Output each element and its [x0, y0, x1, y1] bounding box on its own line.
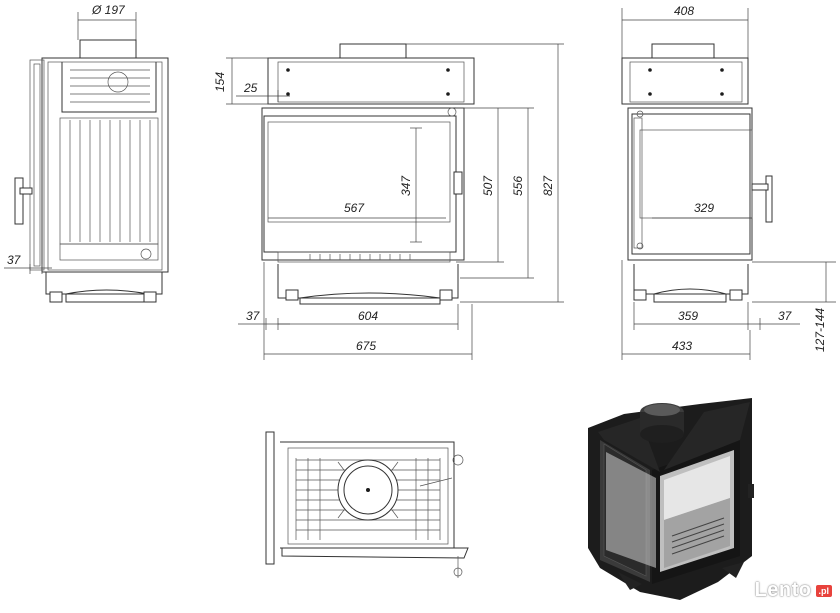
- side-view-right: 408 329 359 37: [621, 4, 836, 360]
- width-567-label: 567: [344, 201, 365, 215]
- fireplace-3d-render: [588, 398, 754, 600]
- flue-diameter-label: Ø 197: [91, 3, 126, 17]
- watermark-brand: Lento: [754, 579, 812, 601]
- height-154-label: 154: [213, 72, 227, 92]
- left-offset-label: 37: [7, 253, 22, 267]
- width-433-label: 433: [672, 339, 692, 353]
- width-359-label: 359: [678, 309, 698, 323]
- side-view-left: Ø 197 37: [4, 3, 169, 303]
- offset-25-label: 25: [243, 81, 258, 95]
- height-827-label: 827: [541, 175, 555, 196]
- height-507-label: 507: [481, 175, 495, 196]
- watermark-logo: Lento .pl: [755, 579, 832, 602]
- height-347-label: 347: [399, 175, 413, 196]
- height-556-label: 556: [511, 176, 525, 196]
- width-675-label: 675: [356, 339, 376, 353]
- watermark-badge: .pl: [815, 584, 832, 597]
- front-view: 154 25 347 567 507 556 827 37: [213, 43, 564, 360]
- front-offset-label: 37: [246, 309, 261, 323]
- leg-height-range-label: 127-144: [813, 308, 827, 352]
- right-offset-label: 37: [778, 309, 793, 323]
- top-depth-label: 408: [674, 4, 694, 18]
- top-view: [265, 431, 469, 578]
- width-329-label: 329: [694, 201, 714, 215]
- width-604-label: 604: [358, 309, 378, 323]
